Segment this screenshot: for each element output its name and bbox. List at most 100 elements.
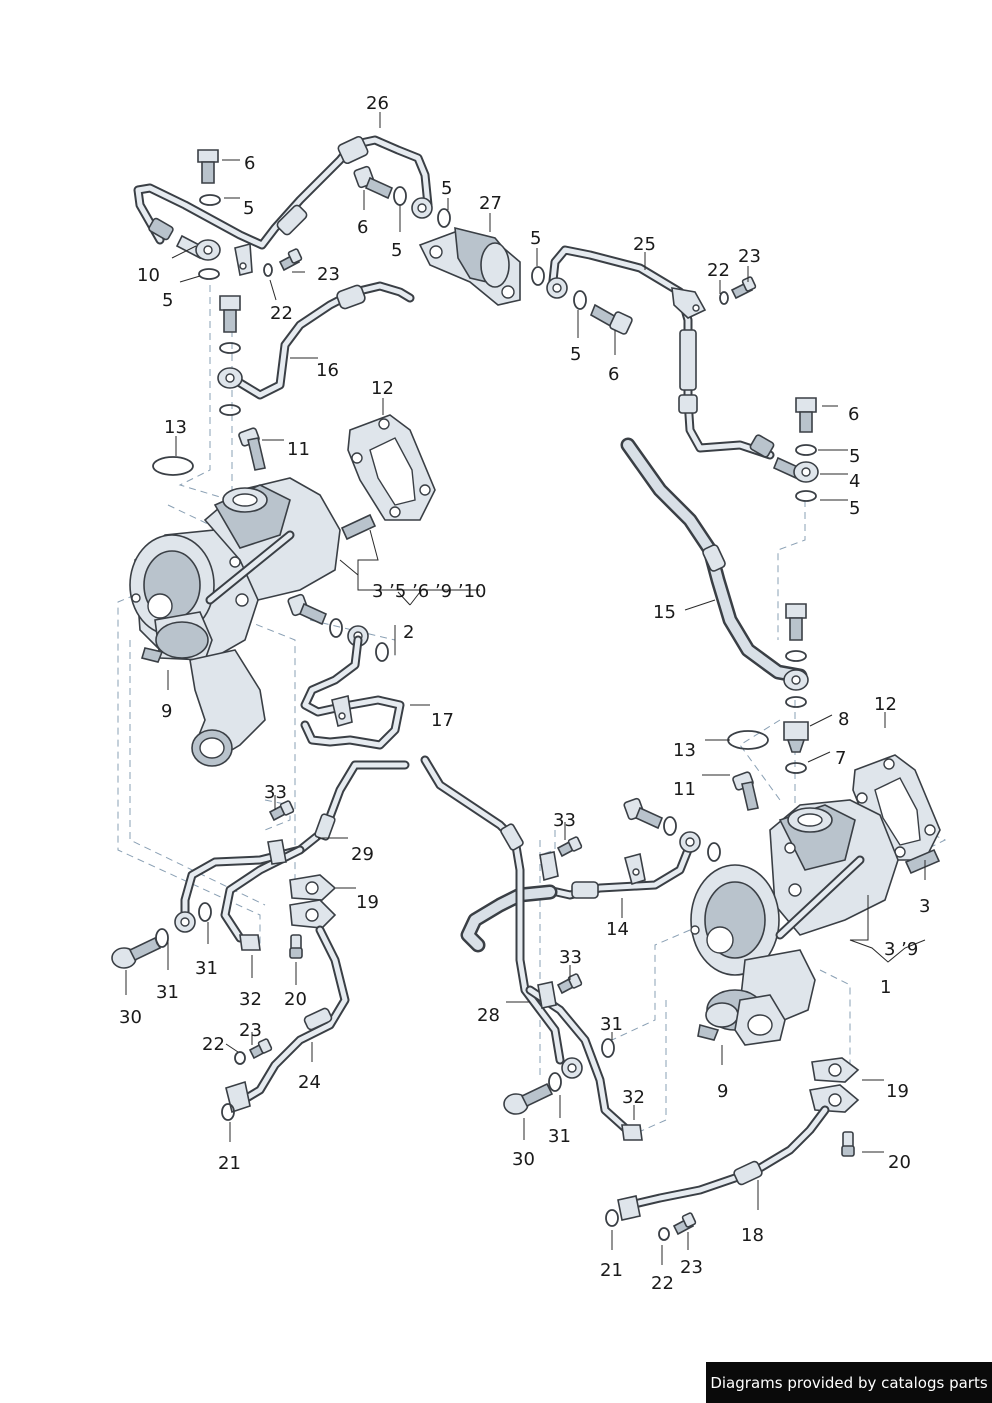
label-5: 5	[530, 228, 541, 249]
banjo-cluster-2	[287, 593, 389, 662]
label-6: 6	[608, 364, 619, 385]
label-8: 8	[838, 709, 849, 730]
bolt-33-center	[556, 836, 583, 995]
banjo-bolt-16	[219, 295, 241, 416]
banjo-bolt-cluster-right	[772, 397, 819, 502]
label-3: 3	[919, 896, 930, 917]
label-3-9: 3 ’9	[884, 939, 918, 960]
label-33: 33	[264, 782, 287, 803]
label-32: 32	[622, 1087, 645, 1108]
label-21: 21	[218, 1153, 241, 1174]
label-6: 6	[848, 404, 859, 425]
label-26: 26	[366, 93, 389, 114]
label-30: 30	[119, 1007, 142, 1028]
banjo-cluster-30-31-left	[111, 902, 261, 969]
label-17: 17	[431, 710, 454, 731]
bolt-22-23-lowright	[658, 1212, 697, 1241]
label-28: 28	[477, 1005, 500, 1026]
label-10: 10	[137, 265, 160, 286]
label-21: 21	[600, 1260, 623, 1281]
label-5: 5	[391, 240, 402, 261]
banjo-bolt-cluster-left	[175, 149, 221, 280]
coolant-hose-15	[620, 437, 808, 684]
banjo-cluster-30-31-right	[503, 1038, 615, 1115]
bolt-33-left	[268, 800, 295, 822]
label-23: 23	[317, 264, 340, 285]
bolt-20-left	[289, 934, 303, 959]
label-12: 12	[371, 378, 394, 399]
label-5: 5	[162, 290, 173, 311]
label-14: 14	[606, 919, 629, 940]
bolt-22-23-lowleft	[234, 1038, 273, 1065]
label-31: 31	[548, 1126, 571, 1147]
label-6: 6	[357, 217, 368, 238]
gasket-12-upper	[347, 414, 436, 521]
label-23: 23	[738, 246, 761, 267]
label-3-5-6-9-10: 3 ’5 ’6 ’9 ’10	[372, 581, 487, 602]
label-20: 20	[888, 1152, 911, 1173]
label-5: 5	[849, 498, 860, 519]
label-1: 1	[880, 977, 891, 998]
label-29: 29	[351, 844, 374, 865]
credit-text: Diagrams provided by catalogs parts	[710, 1373, 988, 1392]
oil-feed-pipe-18	[605, 1057, 860, 1227]
label-11: 11	[673, 779, 696, 800]
label-5: 5	[570, 344, 581, 365]
stud-3-lower	[904, 848, 941, 875]
oil-feed-pipe-24	[221, 874, 350, 1121]
label-25: 25	[633, 234, 656, 255]
label-31: 31	[156, 982, 179, 1003]
stud-3-upper	[340, 513, 377, 541]
label-33: 33	[559, 947, 582, 968]
label-11: 11	[287, 439, 310, 460]
label-15: 15	[653, 602, 676, 623]
label-20: 20	[284, 989, 307, 1010]
label-33: 33	[553, 810, 576, 831]
label-23: 23	[680, 1257, 703, 1278]
oil-pipe-16	[217, 281, 415, 400]
label-7: 7	[835, 748, 846, 769]
label-5: 5	[441, 178, 452, 199]
bolt-11-upper	[238, 427, 266, 471]
leader-lines	[125, 112, 926, 1265]
label-18: 18	[741, 1225, 764, 1246]
o-ring-13-upper	[152, 456, 194, 476]
label-13: 13	[164, 417, 187, 438]
turbocharger-left	[129, 477, 341, 767]
label-22: 22	[707, 260, 730, 281]
banjo-stack-7-8	[783, 603, 809, 774]
label-27: 27	[479, 193, 502, 214]
washer-bolt-25-cluster	[531, 266, 757, 335]
banjo-cluster-14	[623, 797, 721, 862]
label-9: 9	[161, 701, 172, 722]
label-30: 30	[512, 1149, 535, 1170]
label-6: 6	[244, 153, 255, 174]
bolt-22-23-left	[263, 248, 303, 277]
label-31: 31	[195, 958, 218, 979]
label-5: 5	[849, 446, 860, 467]
label-9: 9	[717, 1081, 728, 1102]
oil-pipe-26	[133, 135, 433, 276]
label-24: 24	[298, 1072, 321, 1093]
bolt-11-lower	[732, 771, 759, 811]
label-32: 32	[239, 989, 262, 1010]
label-5: 5	[243, 198, 254, 219]
oil-return-pipe-28	[420, 755, 643, 1141]
banjo-bolt-cluster-center	[353, 165, 451, 228]
oil-return-pipe-29	[174, 760, 410, 943]
credit-banner: Diagrams provided by catalogs parts	[706, 1362, 992, 1403]
part-labels: 26 6 5 10 5 6 5 5 27 5 25 22 23 23 22 5 …	[119, 93, 930, 1294]
label-19: 19	[356, 892, 379, 913]
label-23: 23	[239, 1020, 262, 1041]
coolant-pipe-14	[460, 831, 701, 953]
label-22: 22	[202, 1034, 225, 1055]
label-22: 22	[651, 1273, 674, 1294]
label-12: 12	[874, 694, 897, 715]
label-13: 13	[673, 740, 696, 761]
coolant-pipe-17	[300, 635, 405, 750]
label-2: 2	[403, 622, 414, 643]
label-16: 16	[316, 360, 339, 381]
label-31: 31	[600, 1014, 623, 1035]
bolt-20-right	[841, 1131, 855, 1157]
